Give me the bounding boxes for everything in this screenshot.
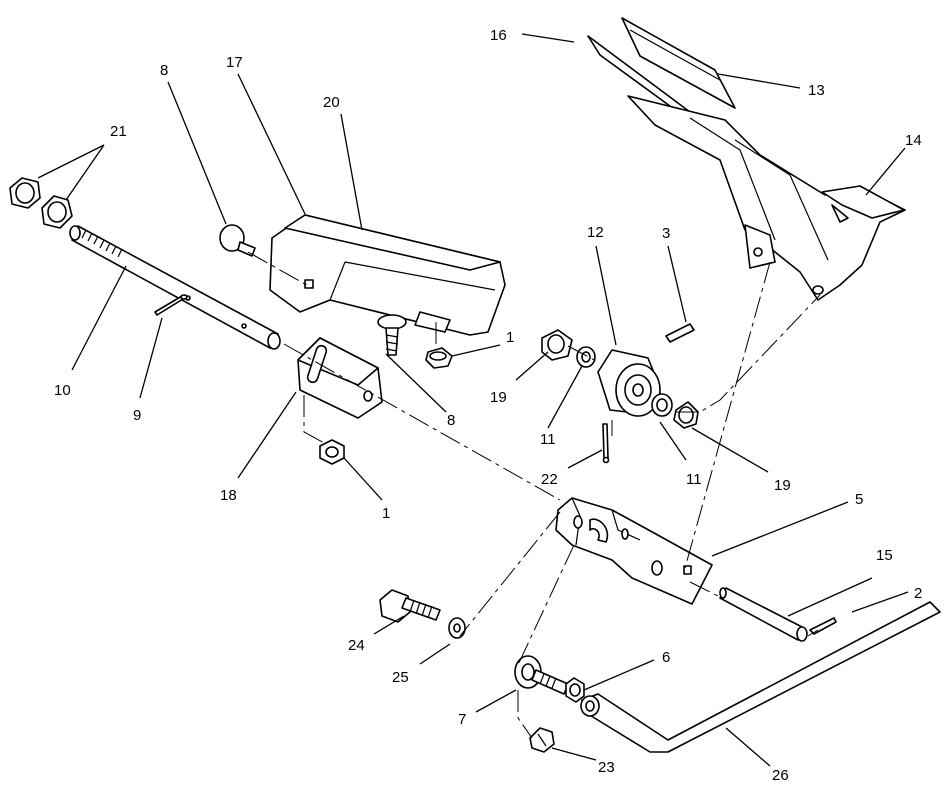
nut-lower [319, 439, 345, 465]
callout-7: 7 [458, 711, 466, 728]
washer [448, 617, 466, 639]
callout-12: 12 [587, 224, 604, 241]
shaft [69, 225, 281, 350]
callout-15: 15 [876, 547, 893, 564]
callout-11-right: 11 [686, 471, 702, 488]
hairpin [809, 617, 837, 635]
jam-nut [529, 727, 555, 753]
callout-16: 16 [490, 27, 507, 44]
callout-2: 2 [914, 585, 922, 602]
callout-8-lower: 8 [447, 412, 455, 429]
pivot-block [297, 337, 383, 419]
callout-9: 9 [133, 407, 141, 424]
hitch-pin [602, 423, 610, 464]
callout-19-right: 19 [774, 477, 791, 494]
callout-10: 10 [54, 382, 71, 399]
roller-assembly [541, 329, 699, 429]
callout-11-left: 11 [540, 431, 556, 448]
callout-20: 20 [323, 94, 340, 111]
nut-upper [425, 347, 453, 369]
lever-bracket [555, 497, 713, 605]
callout-17: 17 [226, 54, 243, 71]
callout-1-lower: 1 [382, 505, 390, 522]
leader-lines [37, 33, 909, 767]
callout-1-upper: 1 [506, 329, 514, 346]
callout-26: 26 [772, 767, 789, 784]
callout-19-left: 19 [490, 389, 507, 406]
callout-22: 22 [541, 471, 558, 488]
callout-25: 25 [392, 669, 409, 686]
pedal-assembly [587, 17, 906, 301]
lock-nuts [9, 177, 73, 229]
callout-8-top: 8 [160, 62, 168, 79]
hex-bolt [379, 589, 441, 623]
carriage-bolt-top [219, 224, 256, 257]
callout-3: 3 [662, 225, 670, 242]
carriage-bolt-lower [377, 314, 407, 356]
callout-labels: 16 13 14 8 17 20 21 12 3 1 10 9 19 8 11 … [54, 27, 922, 784]
assembly-centerlines [247, 251, 821, 739]
callout-24: 24 [348, 637, 365, 654]
callout-5: 5 [855, 491, 863, 508]
cover-bracket [269, 214, 506, 336]
callout-6: 6 [662, 649, 670, 666]
rod-end [514, 655, 585, 703]
callout-21: 21 [110, 123, 127, 140]
control-rod [580, 601, 941, 753]
callout-14: 14 [905, 132, 922, 149]
callout-23: 23 [598, 759, 615, 776]
callout-13: 13 [808, 82, 825, 99]
cotter-pin [154, 294, 188, 316]
clevis-pin [719, 587, 808, 642]
callout-18: 18 [220, 487, 237, 504]
roll-pin [665, 323, 695, 343]
